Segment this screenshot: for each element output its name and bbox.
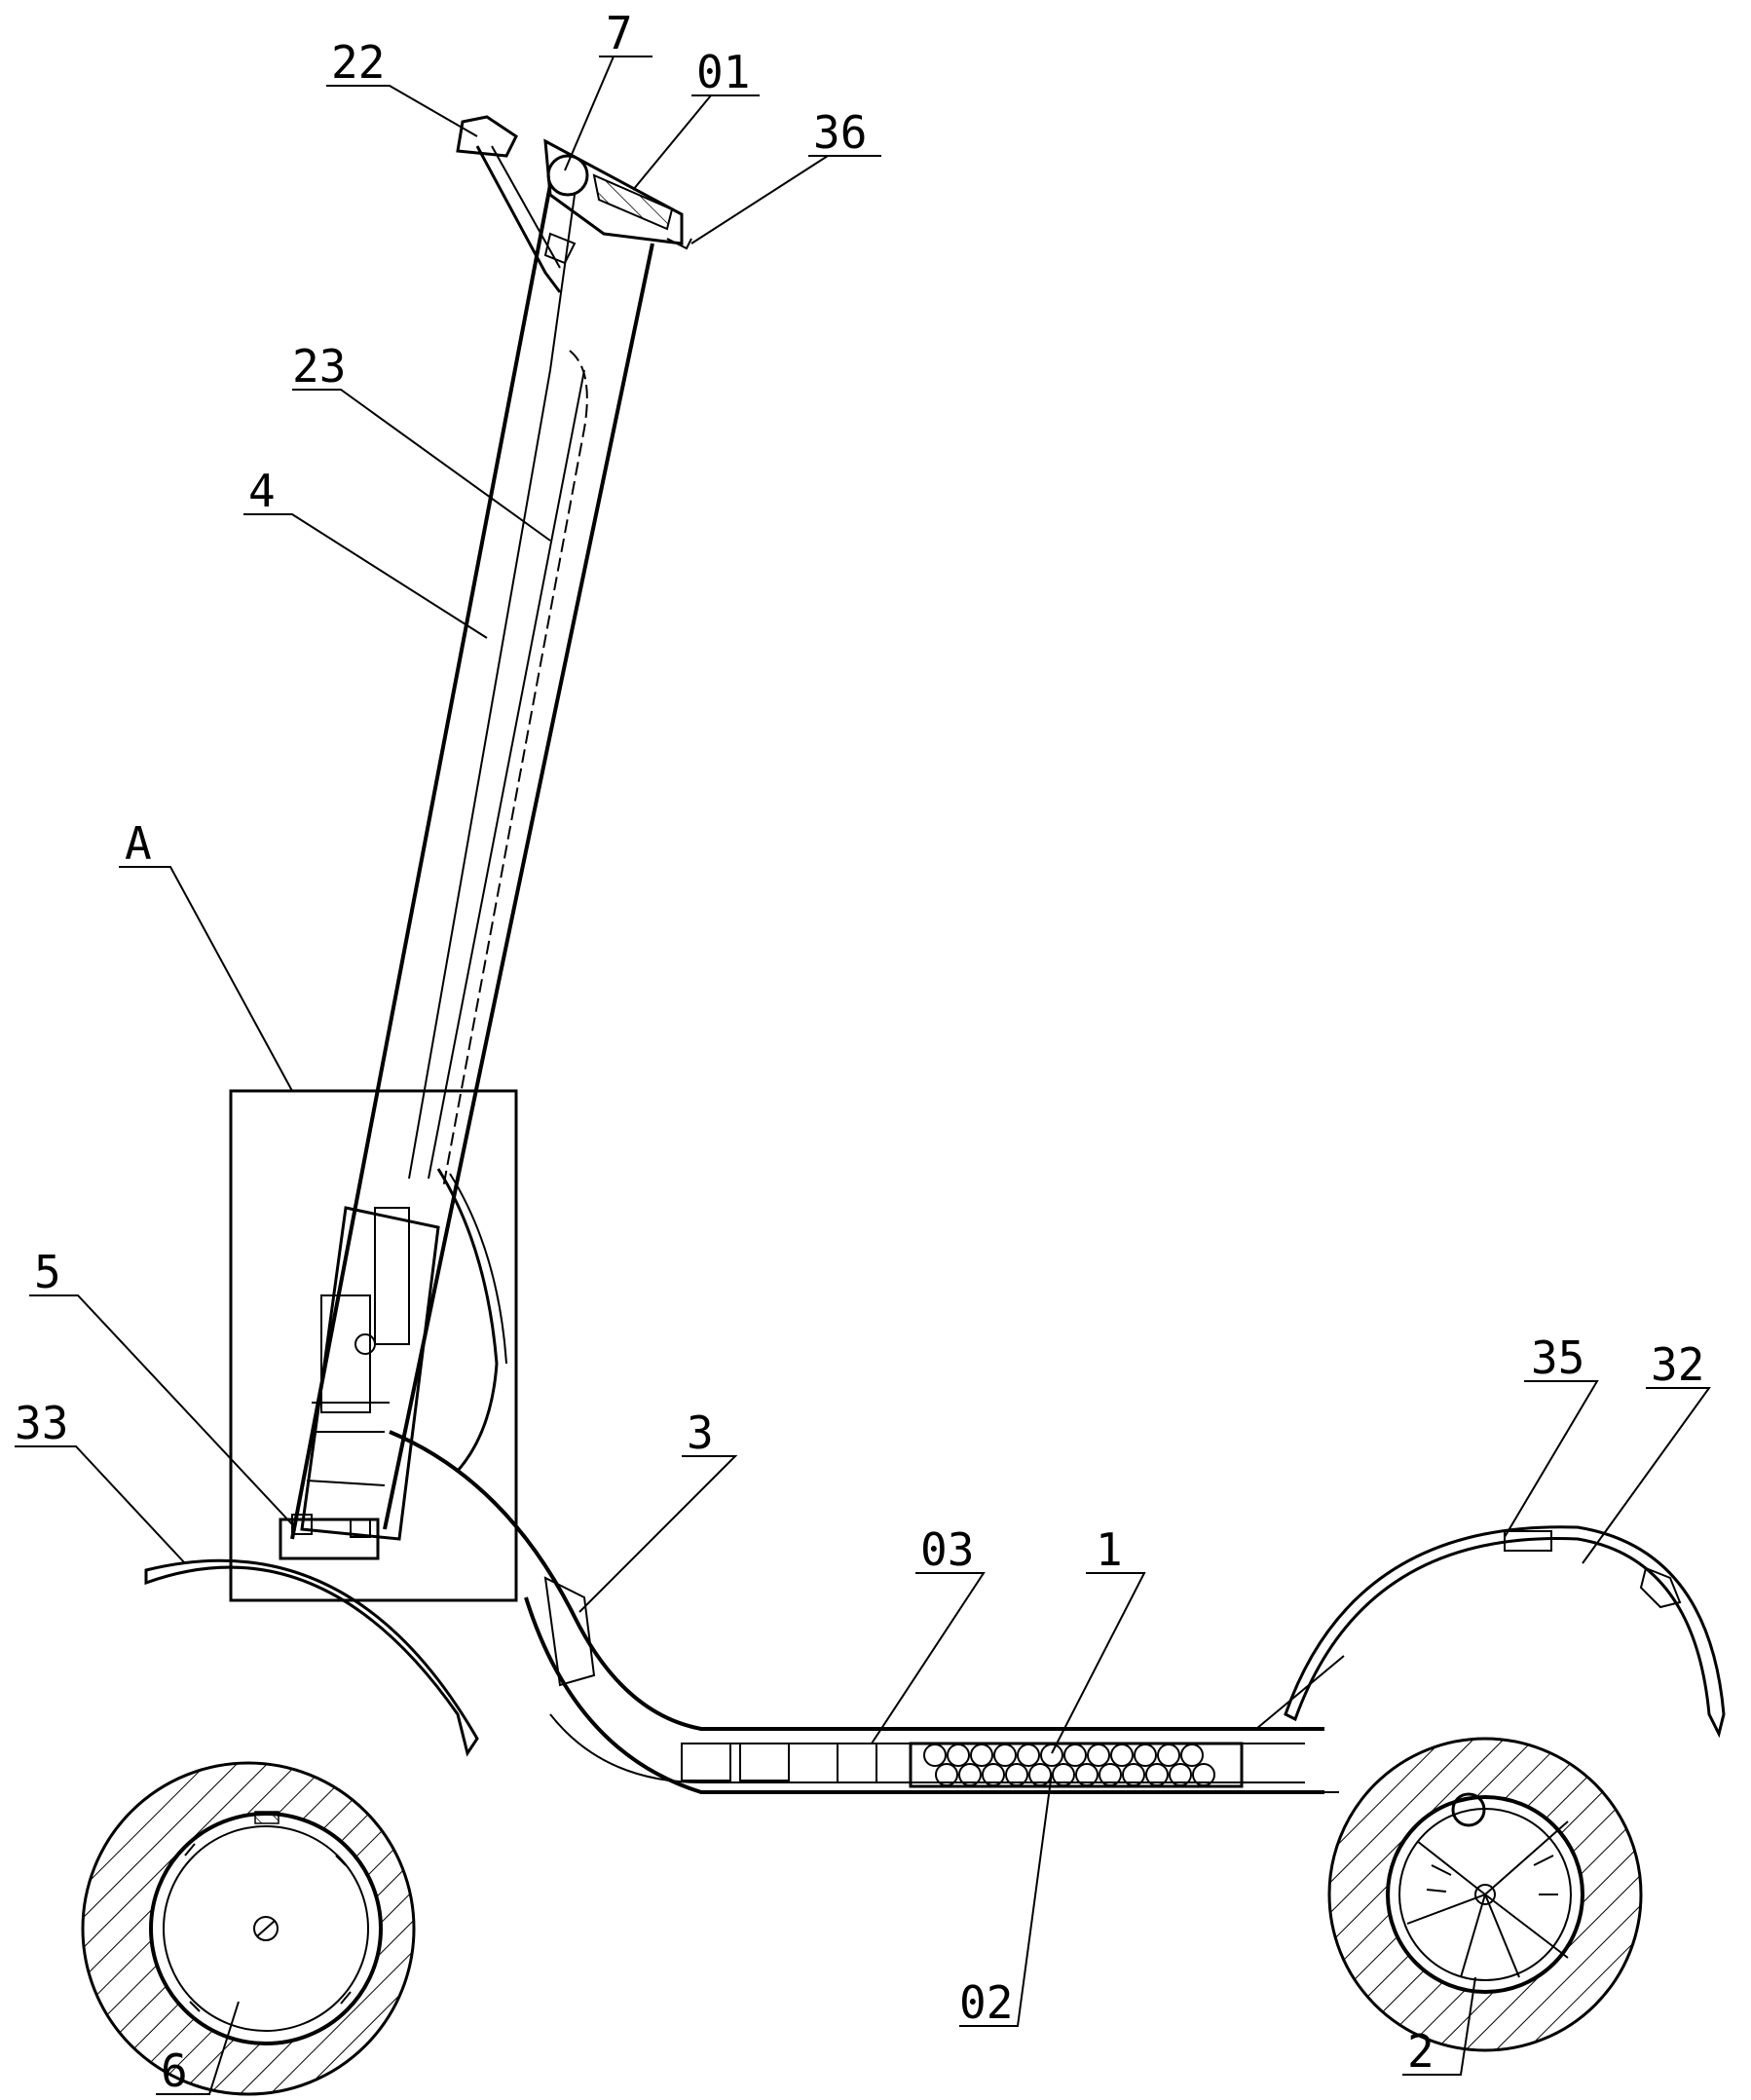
front-fender	[146, 1560, 477, 1753]
label-32: 32	[1651, 1338, 1704, 1391]
label-33: 33	[15, 1397, 68, 1449]
deck	[390, 1432, 1344, 1792]
stem	[292, 185, 652, 1539]
label-a: A	[125, 817, 152, 870]
label-22: 22	[331, 36, 385, 89]
label-36: 36	[813, 106, 867, 159]
handlebar-head	[458, 117, 691, 292]
label-3: 3	[687, 1406, 714, 1459]
label-5: 5	[34, 1246, 61, 1298]
label-1: 1	[1096, 1523, 1123, 1576]
rear-fender	[1285, 1527, 1724, 1734]
label-4: 4	[248, 465, 276, 517]
label-23: 23	[292, 340, 346, 393]
label-2: 2	[1407, 2025, 1434, 2078]
rear-wheel	[1329, 1739, 1641, 2050]
label-6: 6	[161, 2044, 188, 2097]
label-03: 03	[920, 1523, 974, 1576]
front-wheel	[83, 1763, 414, 2094]
label-35: 35	[1531, 1331, 1584, 1384]
label-7: 7	[606, 7, 633, 59]
label-01: 01	[696, 46, 750, 98]
detail-box-a	[231, 1091, 516, 1600]
label-02: 02	[959, 1976, 1013, 2029]
